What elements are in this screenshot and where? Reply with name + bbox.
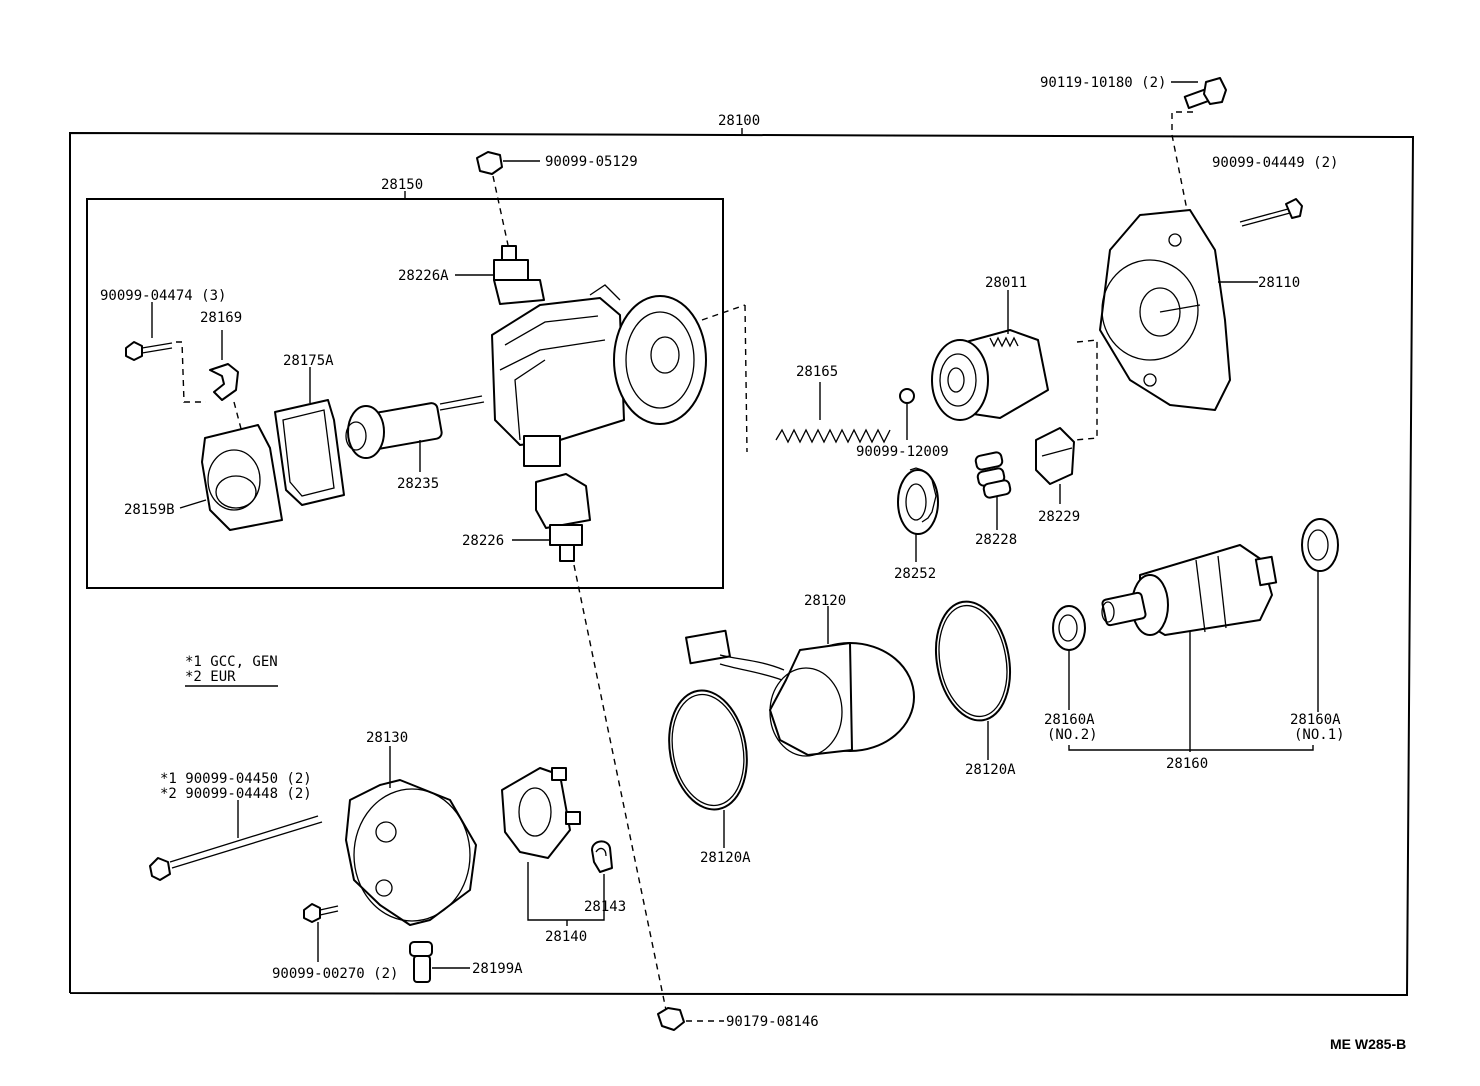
gasket-icon xyxy=(274,399,345,506)
label-bolt-1: *1 90099-04450 (2) xyxy=(160,771,312,787)
label-90099-04449: 90099-04449 (2) xyxy=(1212,155,1338,171)
label-28226: 28226 xyxy=(462,533,504,549)
bolt-icon xyxy=(125,341,173,361)
clip-icon xyxy=(209,363,239,401)
bolt-icon xyxy=(1239,198,1303,227)
label-90099-05129: 90099-05129 xyxy=(545,154,638,170)
cover-icon xyxy=(201,424,283,531)
retainer-icon xyxy=(1035,427,1075,485)
plunger-icon xyxy=(345,395,485,459)
label-28228: 28228 xyxy=(975,532,1017,548)
housing-icon xyxy=(345,779,477,926)
label-28165: 28165 xyxy=(796,364,838,380)
label-28169: 28169 xyxy=(200,310,242,326)
o-ring-icon xyxy=(668,689,748,811)
label-28235: 28235 xyxy=(397,476,439,492)
bolt-icon xyxy=(1171,77,1227,110)
label-28120A-right: 28120A xyxy=(965,762,1016,778)
label-90099-04474: 90099-04474 (3) xyxy=(100,288,226,304)
label-28130: 28130 xyxy=(366,730,408,746)
label-28160: 28160 xyxy=(1166,756,1208,772)
label-28175A: 28175A xyxy=(283,353,334,369)
label-28140: 28140 xyxy=(545,929,587,945)
label-28160A-no2-sub: (NO.2) xyxy=(1047,727,1098,743)
end-frame-icon xyxy=(1099,209,1231,411)
bolt-icon xyxy=(303,903,339,923)
label-28150: 28150 xyxy=(381,177,423,193)
gear-icon xyxy=(897,467,939,535)
brush-holder-icon xyxy=(501,767,581,859)
bolt-icon xyxy=(149,815,323,881)
label-28252: 28252 xyxy=(894,566,936,582)
drawing-code: ME W285-B xyxy=(1330,1036,1406,1052)
label-28160A-no2: 28160A xyxy=(1044,712,1095,728)
grommet-icon xyxy=(409,941,433,983)
label-28160A-no1: 28160A xyxy=(1290,712,1341,728)
label-28120: 28120 xyxy=(804,593,846,609)
label-90099-00270: 90099-00270 (2) xyxy=(272,966,398,982)
label-90119-10180: 90119-10180 (2) xyxy=(1040,75,1166,91)
label-28160A-no1-sub: (NO.1) xyxy=(1294,727,1345,743)
label-90099-12009: 90099-12009 xyxy=(856,444,949,460)
housing-icon xyxy=(491,284,748,467)
label-90179-08146: 90179-08146 xyxy=(726,1014,819,1030)
label-28226A: 28226A xyxy=(398,268,449,284)
armature-icon xyxy=(1101,544,1278,636)
label-28143: 28143 xyxy=(584,899,626,915)
label-28110: 28110 xyxy=(1258,275,1300,291)
label-bolt-2: *2 90099-04448 (2) xyxy=(160,786,312,802)
assembly-frame-28100 xyxy=(69,128,1415,997)
spring-icon xyxy=(775,428,891,444)
yoke-icon xyxy=(685,629,915,757)
clutch-icon xyxy=(931,329,1049,421)
o-ring-icon xyxy=(935,600,1011,722)
label-28229: 28229 xyxy=(1038,509,1080,525)
bearing-icon xyxy=(1052,605,1086,651)
terminal-icon xyxy=(535,473,591,562)
bearing-icon xyxy=(1301,518,1339,572)
spring-icon xyxy=(591,840,613,873)
note-2: *2 EUR xyxy=(185,669,236,685)
label-28159B: 28159B xyxy=(124,502,175,518)
note-1: *1 GCC, GEN xyxy=(185,654,278,670)
nut-icon xyxy=(657,1007,724,1031)
label-28011: 28011 xyxy=(985,275,1027,291)
roller-icon xyxy=(974,451,1012,499)
ball-icon xyxy=(899,388,915,404)
label-28120A-left: 28120A xyxy=(700,850,751,866)
terminal-icon xyxy=(493,245,545,305)
subassembly-frame-28150 xyxy=(86,191,724,589)
label-28100: 28100 xyxy=(718,113,760,129)
label-28199A: 28199A xyxy=(472,961,523,977)
nut-icon xyxy=(476,151,540,175)
